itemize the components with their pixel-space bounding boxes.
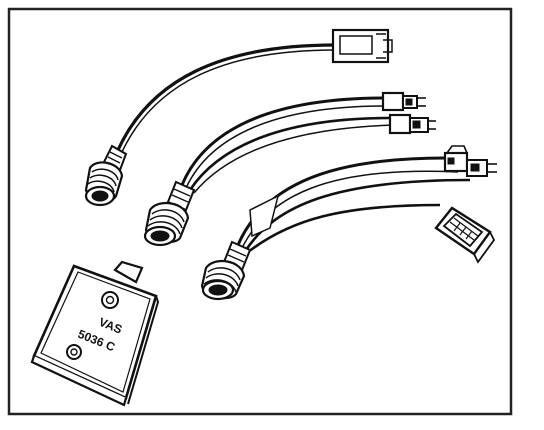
adapter-cable-2 <box>143 91 436 247</box>
cable-2-wire <box>185 105 386 189</box>
cable-3-round-connector <box>200 240 252 301</box>
cable-1-wire <box>121 49 336 153</box>
cable-3-wire <box>247 203 441 254</box>
figure-frame <box>7 7 513 416</box>
cable-3-modular-connector <box>434 206 496 264</box>
cable-3-wire <box>244 178 471 251</box>
adapter-box-tab <box>113 260 144 284</box>
cable-2-plug-upper <box>381 91 426 112</box>
adapter-box-screw-top <box>101 291 119 309</box>
adapter-box: VAS 5036 C <box>30 260 160 407</box>
adapter-cable-3 <box>200 145 497 301</box>
cable-2-plug-lower <box>388 113 436 135</box>
cable-2-wire <box>188 116 391 191</box>
cable-2-wire <box>180 96 386 186</box>
cable-3-terminal-plug <box>443 145 497 177</box>
cable-3-wire <box>236 156 446 246</box>
adapter-box-screw-bottom <box>66 344 82 360</box>
cable-1-wire <box>116 43 336 151</box>
adapter-cable-1 <box>84 28 393 207</box>
cable-2-round-connector <box>143 180 196 247</box>
cable-3-sleeve <box>249 194 280 238</box>
cable-1-flat-plug <box>331 28 393 64</box>
cable-1-round-connector <box>84 144 128 207</box>
cable-2-wire <box>193 124 396 194</box>
